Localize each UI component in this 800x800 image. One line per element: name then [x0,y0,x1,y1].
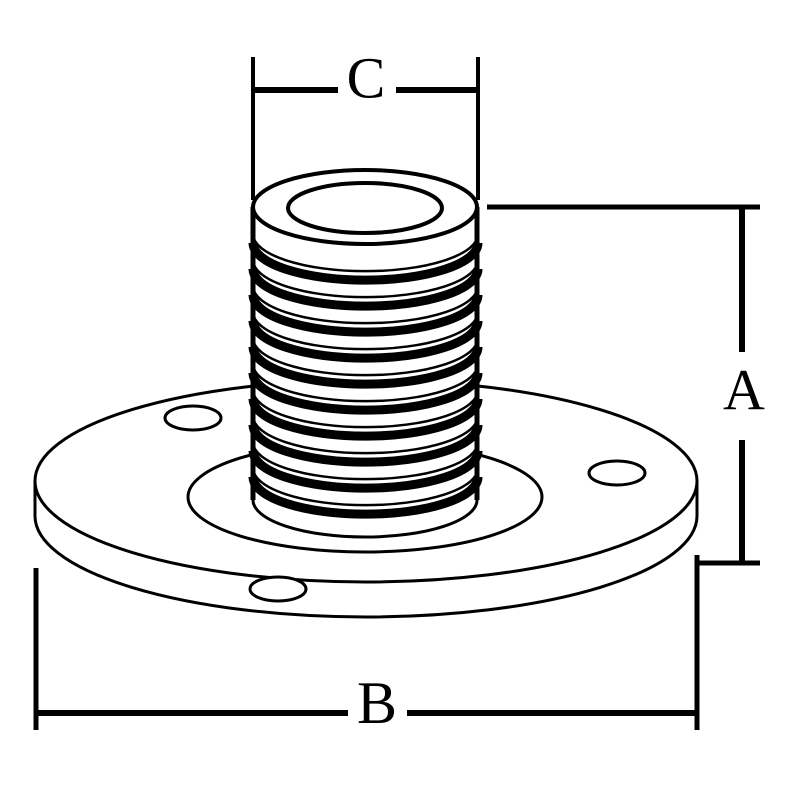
thread-crest-line [251,467,480,507]
thread-root-line [248,450,483,493]
thread-crest-line [251,389,480,429]
thread-root-line [248,268,483,311]
thread-crest-line [251,259,480,299]
bolt-holes [163,404,647,603]
thread-crest-line [251,285,480,325]
thread-crest-line [251,441,480,481]
nipple-base-arc [251,499,479,539]
thread-root-line [248,372,483,415]
flange-bottom-arc [33,515,699,619]
bolt-hole-lower-left [248,575,308,603]
thread-crest-line [251,311,480,351]
thread-root-line [248,346,483,389]
dimension-a-label: A [723,357,765,422]
thread-root-line [248,424,483,467]
thread-root-line [248,320,483,363]
bolt-hole-right [587,459,647,487]
thread-crest-line [251,415,480,455]
nipple-bore-ellipse [286,181,444,235]
thread-crest-line [251,233,480,273]
thread-crest-line [251,337,480,377]
thread-root-line [248,398,483,441]
thread-root-line [248,242,483,285]
nipple-top-face [251,168,479,246]
thread-root-line [248,294,483,337]
dimension-c: C [251,45,480,200]
thread-crest-line [251,363,480,403]
dimension-b: B [33,555,700,736]
thread-root-line [248,476,483,519]
bolt-hole-upper-left [163,404,223,432]
dimension-b-label: B [357,670,397,736]
thread-turns [248,233,483,519]
dimension-c-label: C [347,45,386,110]
dimension-a: A [487,204,765,566]
